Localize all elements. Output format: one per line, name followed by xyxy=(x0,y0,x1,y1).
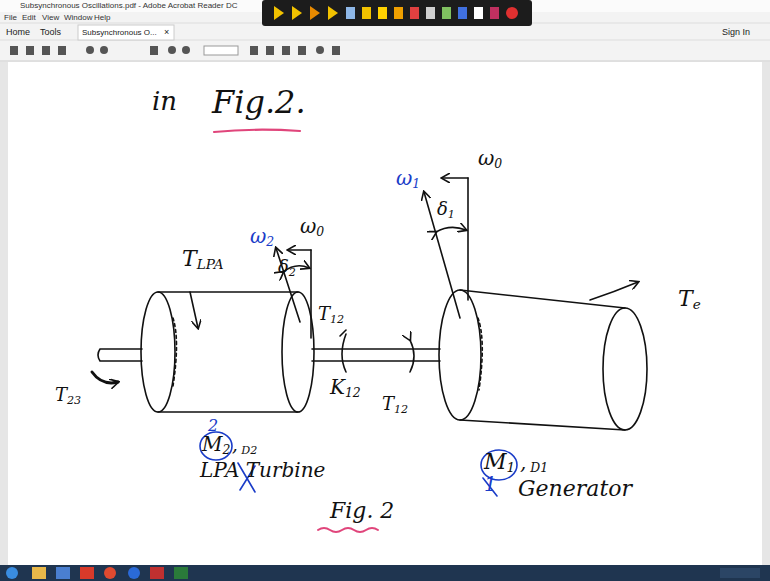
menu-item: View xyxy=(42,14,59,22)
torque-label: T12 xyxy=(382,395,408,415)
torque-label: TLPA xyxy=(182,248,224,272)
speed-label: ω0 xyxy=(300,216,324,239)
close-mark: × xyxy=(164,28,169,37)
angle-label: δ1 xyxy=(437,200,455,220)
sign-in-link: Sign In xyxy=(722,28,750,37)
menu-item: File xyxy=(4,14,17,22)
inertia-label: M1 xyxy=(484,451,515,475)
menu-item: Edit xyxy=(22,14,36,22)
component-name: LPA Turbine xyxy=(200,460,325,480)
menu-item: Window xyxy=(64,14,92,22)
damping-label: , D1 xyxy=(520,452,548,475)
damping-label: , D2 xyxy=(232,436,257,456)
inertia-label: M2 xyxy=(202,434,230,457)
window-title: Subsynchronous Oscillations.pdf - Adobe … xyxy=(20,2,237,10)
menu-item: Help xyxy=(94,14,110,22)
speed-label: ω0 xyxy=(478,148,502,171)
component-index: 1 xyxy=(484,474,497,494)
stiffness-label: K12 xyxy=(330,377,361,400)
torque-label: Te xyxy=(678,288,701,312)
speed-label: ω2 xyxy=(250,226,274,249)
angle-label: δ2 xyxy=(278,258,296,278)
torque-label: T23 xyxy=(55,386,81,406)
figure-ref: Fig.2. xyxy=(212,86,306,118)
figure-caption: Fig. 2 xyxy=(330,500,394,522)
note-text: in xyxy=(152,88,177,114)
component-name: Generator xyxy=(518,478,632,500)
nav-tab: Tools xyxy=(40,28,61,37)
document-tab: Subsynchronous O... xyxy=(82,29,157,37)
speed-label: ω1 xyxy=(396,168,420,191)
torque-label: T12 xyxy=(318,305,344,325)
correction-mark: 2 xyxy=(208,418,218,434)
nav-tab: Home xyxy=(6,28,30,37)
